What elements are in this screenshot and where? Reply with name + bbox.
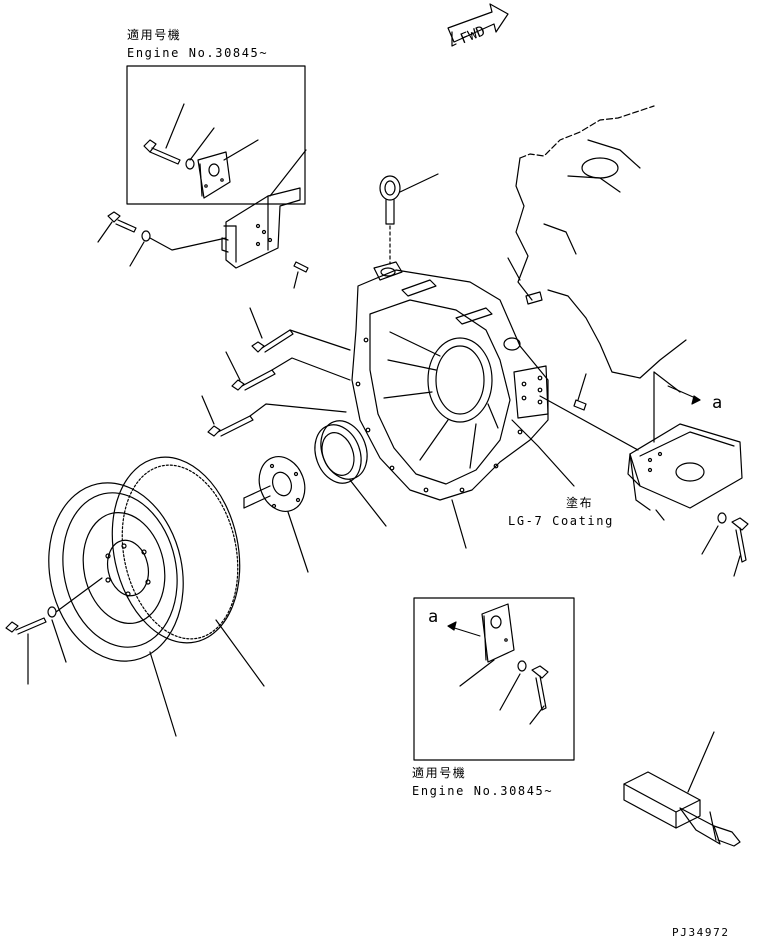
callout-box-top [126,65,306,205]
engine-block-outline [507,105,687,411]
bracket-plate-variant-top [143,103,259,199]
reference-marker-box: a [428,607,440,627]
fwd-arrow-label: FWD [458,23,487,47]
eye-bolt [379,173,439,265]
right-mount-bracket [539,371,749,577]
coating-en-label: LG-7 Coating [508,514,614,528]
fwd-arrow: FWD [447,3,509,47]
reference-marker-right: a [712,393,724,413]
flywheel [5,482,184,737]
callout-top-engine-label: Engine No.30845~ [127,46,269,60]
flywheel-housing [351,261,575,549]
bracket-plate-variant-bottom [447,603,549,725]
callout-bottom-jp-label: 適用号機 [412,766,467,780]
alignment-tool [623,731,741,847]
callout-top-jp-label: 適用号機 [127,28,182,42]
ring-gear [111,456,265,687]
left-mount-bracket [97,149,309,289]
drive-hub [243,456,309,573]
drawing-id: PJ34972 [672,926,730,939]
oil-seal [314,420,387,527]
callout-bottom-engine-label: Engine No.30845~ [412,784,554,798]
callout-box-bottom [413,597,575,761]
housing-bolts-left [201,307,351,437]
coating-jp-label: 塗布 [566,496,594,510]
